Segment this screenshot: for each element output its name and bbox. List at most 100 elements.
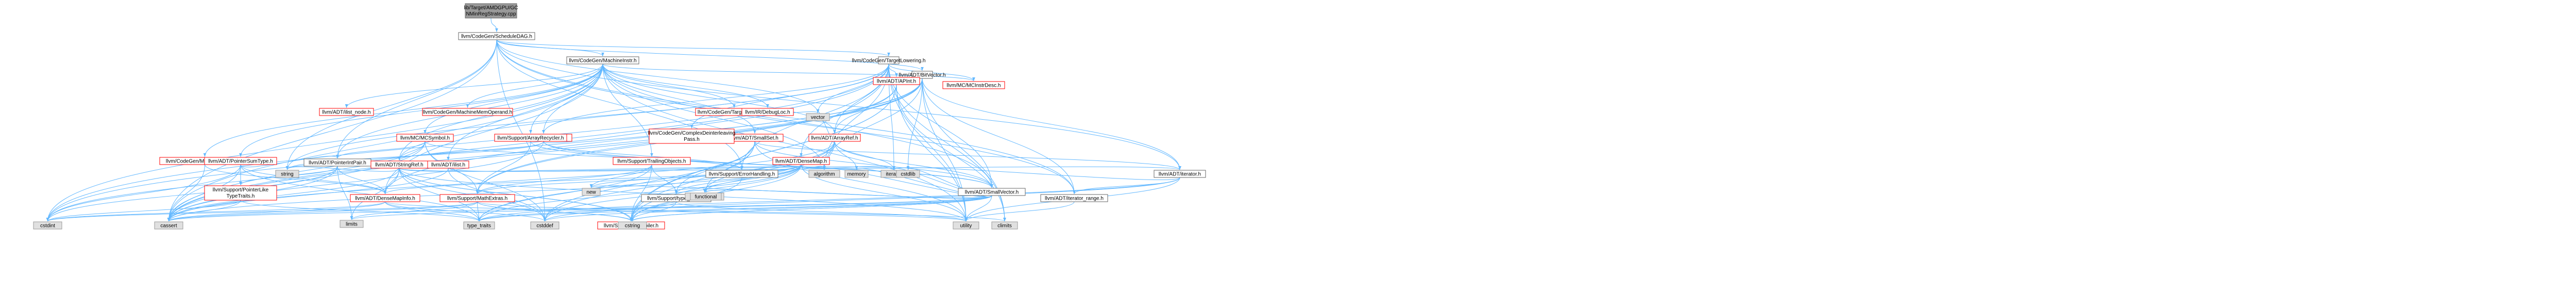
node-box bbox=[690, 192, 722, 201]
node-label: llvm/MC/MCInstrDesc.h bbox=[946, 83, 1001, 89]
node-mmo[interactable]: llvm/CodeGen/MachineMemOperand.h bbox=[422, 108, 513, 116]
node-box bbox=[911, 71, 933, 79]
node-label: iterator bbox=[886, 172, 902, 177]
node-sdag[interactable]: llvm/CodeGen/ScheduleDAG.h bbox=[458, 32, 535, 40]
edge-bitvec-to-utility bbox=[922, 78, 968, 222]
node-arecycler[interactable]: llvm/Support/ArrayRecycler.h bbox=[494, 134, 567, 142]
node-label: new bbox=[586, 190, 596, 196]
node-string: string bbox=[275, 170, 299, 178]
edge-smallset-to-functional bbox=[704, 141, 755, 193]
edge-mi-to-ilistnode bbox=[345, 63, 603, 108]
node-box bbox=[465, 3, 517, 19]
node-vector: vector bbox=[806, 113, 830, 121]
edge-pst-to-cstdint bbox=[46, 164, 241, 222]
edge-stringref-to-type_traits bbox=[399, 168, 481, 222]
node-apint[interactable]: llvm/ADT/APInt.h bbox=[873, 77, 920, 85]
node-box bbox=[953, 221, 979, 230]
edge-sdag-to-pip bbox=[336, 39, 497, 159]
node-trailing[interactable]: llvm/Support/TrailingObjects.h bbox=[613, 157, 691, 165]
node-label: string bbox=[281, 172, 293, 177]
node-label: cstring bbox=[625, 223, 640, 229]
node-new: new bbox=[582, 188, 601, 196]
edge-sdag-to-vector bbox=[496, 39, 820, 114]
node-smallvec[interactable]: llvm/ADT/SmallVector.h bbox=[958, 188, 1026, 196]
edge-stringref-to-cassert bbox=[167, 168, 400, 222]
edge-root-to-sdag bbox=[490, 18, 498, 33]
node-arrayref[interactable]: llvm/ADT/ArrayRef.h bbox=[808, 134, 861, 142]
node-label: llvm/CodeGen/MachineMemOperand.h bbox=[423, 110, 512, 116]
node-algorithm: algorithm bbox=[808, 170, 840, 178]
edge-densemap-to-mathextras bbox=[476, 164, 802, 194]
edge-ilist-to-iterator_std bbox=[448, 166, 895, 172]
node-mcsym[interactable]: llvm/MC/MCSymbol.h bbox=[396, 134, 454, 142]
node-box bbox=[204, 157, 277, 165]
node-debugloc[interactable]: llvm/IR/DebugLoc.h bbox=[741, 108, 794, 116]
node-climits: climits bbox=[991, 221, 1018, 230]
node-label: lib/Target/AMDGPU/GC bbox=[464, 5, 518, 11]
node-label: memory bbox=[847, 172, 866, 177]
node-itrange[interactable]: llvm/ADT/iterator_range.h bbox=[1040, 194, 1108, 202]
edge-dmi-to-cassert bbox=[167, 201, 385, 222]
edge-smallset-to-utility bbox=[754, 141, 968, 222]
edge-inlineasm-to-errh bbox=[543, 141, 743, 170]
edge-mi-to-opc bbox=[602, 63, 736, 108]
edge-typetraits_h-to-utility bbox=[676, 201, 968, 222]
node-bitvec[interactable]: llvm/ADT/BitVector.h bbox=[899, 71, 946, 79]
edge-mcsym-to-errh bbox=[425, 141, 743, 170]
node-label: type_traits bbox=[467, 223, 491, 229]
node-mi[interactable]: llvm/CodeGen/MachineInstr.h bbox=[566, 56, 639, 64]
edge-inlineasm-to-stringref bbox=[398, 141, 544, 161]
edge-mathextras-to-cstdint bbox=[46, 201, 478, 222]
node-label: vector bbox=[811, 115, 825, 121]
edge-mi-to-mop bbox=[203, 63, 603, 157]
node-box bbox=[275, 170, 299, 178]
edge-mop-to-dmi bbox=[205, 164, 387, 194]
edge-bitvec-to-iterator bbox=[922, 78, 1181, 170]
node-pip[interactable]: llvm/ADT/PointerIntPair.h bbox=[303, 158, 371, 167]
node-box bbox=[154, 221, 183, 230]
edge-pst-to-pip bbox=[240, 154, 339, 168]
edge-arrayref-to-memory bbox=[834, 141, 858, 170]
node-box bbox=[439, 194, 515, 202]
node-box bbox=[649, 128, 735, 144]
edge-apint-to-climits bbox=[896, 84, 1006, 222]
node-mathextras[interactable]: llvm/Support/MathExtras.h bbox=[439, 194, 515, 202]
node-box bbox=[582, 188, 601, 196]
node-box bbox=[566, 56, 639, 64]
node-iterator[interactable]: llvm/ADT/iterator.h bbox=[1154, 170, 1206, 178]
node-box bbox=[396, 134, 454, 142]
node-errh[interactable]: llvm/Support/ErrorHandling.h bbox=[705, 170, 778, 178]
node-smallset[interactable]: llvm/ADT/SmallSet.h bbox=[726, 134, 784, 142]
node-label: llvm/ADT/PointerSumType.h bbox=[208, 159, 273, 165]
edge-trailing-to-compiler bbox=[630, 164, 652, 222]
node-mcid[interactable]: llvm/MC/MCInstrDesc.h bbox=[942, 81, 1005, 89]
node-densemap[interactable]: llvm/ADT/DenseMap.h bbox=[772, 157, 830, 165]
edge-bitvec-to-itrange bbox=[922, 78, 1076, 194]
node-pst[interactable]: llvm/ADT/PointerSumType.h bbox=[204, 157, 277, 165]
node-tli[interactable]: llvm/CodeGen/TargetLowering.h bbox=[852, 56, 926, 64]
node-label: llvm/Support/ArrayRecycler.h bbox=[498, 136, 564, 141]
edge-dmi-to-cstdint bbox=[46, 201, 385, 222]
edge-mathextras-to-cstring bbox=[477, 201, 634, 222]
node-box bbox=[741, 108, 794, 116]
edge-tli-to-smallvec bbox=[888, 63, 993, 188]
node-box bbox=[772, 157, 830, 165]
node-label: llvm/ADT/APInt.h bbox=[877, 79, 916, 85]
edge-apint-to-utility bbox=[896, 84, 968, 222]
edge-arrayref-to-compiler bbox=[630, 141, 835, 222]
node-box bbox=[618, 221, 647, 230]
edge-mathextras-to-limits bbox=[350, 201, 478, 220]
node-dmi[interactable]: llvm/ADT/DenseMapInfo.h bbox=[350, 194, 420, 202]
node-label: limits bbox=[346, 222, 358, 228]
node-stringref[interactable]: llvm/ADT/StringRef.h bbox=[370, 160, 428, 169]
node-box bbox=[494, 134, 567, 142]
edge-plt-to-type_traits bbox=[240, 200, 481, 222]
node-label: utility bbox=[960, 223, 972, 229]
edge-pip-to-cstdint bbox=[46, 166, 338, 222]
node-ilist[interactable]: llvm/ADT/ilist.h bbox=[427, 160, 469, 169]
edge-plt-to-cassert bbox=[167, 200, 241, 222]
node-ilistnode[interactable]: llvm/ADT/ilist_node.h bbox=[319, 108, 374, 116]
